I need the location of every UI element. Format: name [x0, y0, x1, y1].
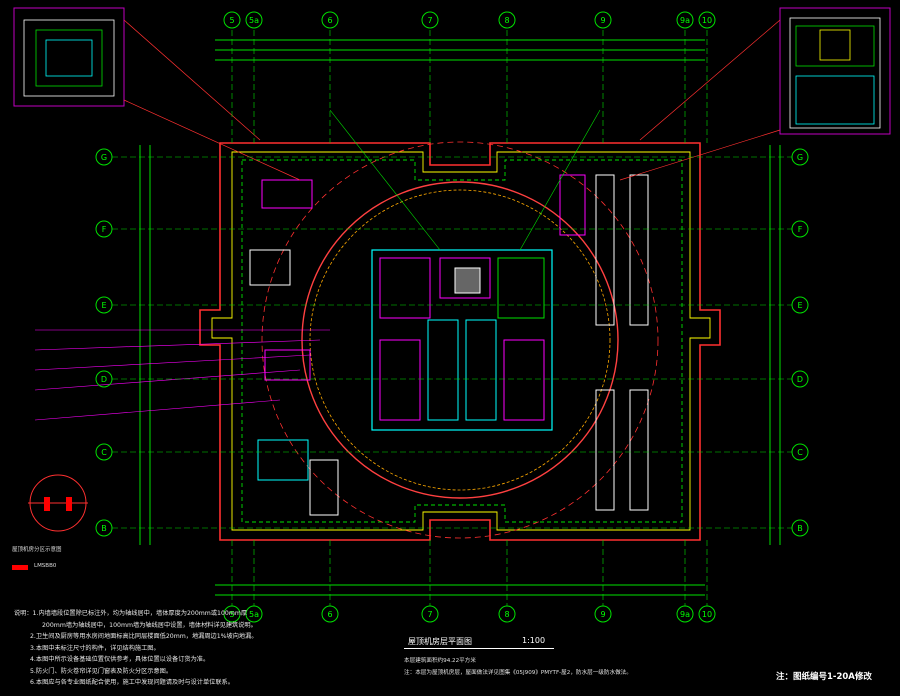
title-note-1: 本层建筑面积约94.22平方米: [404, 658, 476, 664]
corner-note: 注：图纸编号1-20A修改: [776, 672, 872, 682]
axis-left-E-label: E: [101, 301, 106, 310]
axis-top-5a-bubble: [245, 11, 263, 29]
axis-right-G-label: G: [797, 153, 803, 162]
axis-right-B-bubble: [791, 519, 809, 537]
axis-bottom-5a-label: 5a: [249, 610, 259, 619]
axis-bottom-10-label: 10: [702, 610, 712, 619]
axis-bottom-6-label: 6: [327, 610, 332, 619]
axis-top-9a-bubble: [676, 11, 694, 29]
axis-bottom-9-bubble: [594, 605, 612, 623]
axis-left-C-bubble: [95, 443, 113, 461]
key-plan-left: [13, 7, 125, 107]
axis-bottom-7-bubble: [421, 605, 439, 623]
axis-left-C-label: C: [101, 448, 107, 457]
note-line: 3.本图中未标注尺寸的构件，详见结构施工图。: [30, 644, 160, 652]
axis-bottom-9-label: 9: [600, 610, 605, 619]
note-line: 说明：1.内墙墙段位置除已标注外，均为轴线居中，墙体厚度为200mm或100mm…: [14, 610, 248, 617]
axis-top-6-label: 6: [327, 16, 332, 25]
axis-left-D-label: D: [101, 375, 107, 384]
axis-bottom-8-label: 8: [504, 610, 509, 619]
axis-bottom-5-label: 5: [229, 610, 234, 619]
note-line: 4.本图中所示设备基础位置仅供参考，具体位置以设备订货为准。: [30, 656, 210, 663]
axis-top-6-bubble: [321, 11, 339, 29]
axis-left-G-label: G: [101, 153, 107, 162]
axis-right-G-bubble: [791, 148, 809, 166]
axis-right-C-label: C: [797, 448, 803, 457]
axis-right-E-bubble: [791, 296, 809, 314]
key-plan-right: [779, 7, 891, 135]
axis-bottom-8-bubble: [498, 605, 516, 623]
legend-swatch-label: LMSBB0: [34, 563, 57, 569]
axis-top-10-bubble: [698, 11, 716, 29]
axis-bottom-5-bubble: [223, 605, 241, 623]
axis-top-9-bubble: [594, 11, 612, 29]
axis-right-E-label: E: [797, 301, 802, 310]
axis-top-8-bubble: [498, 11, 516, 29]
drawing-title: 屋顶机房层平面图: [408, 637, 472, 646]
axis-top-5-label: 5: [229, 16, 234, 25]
drawing-scale: 1:100: [522, 636, 546, 645]
axis-bottom-6-bubble: [321, 605, 339, 623]
axis-top-5-bubble: [223, 11, 241, 29]
central-circular-roof: [301, 181, 619, 499]
axis-right-F-label: F: [798, 225, 803, 234]
axis-left-B-label: B: [101, 524, 107, 533]
axis-top-9a-label: 9a: [680, 16, 690, 25]
axis-left-B-bubble: [95, 519, 113, 537]
axis-bottom-9a-bubble: [676, 605, 694, 623]
axis-bottom-7-label: 7: [427, 610, 432, 619]
axis-top-5a-label: 5a: [249, 16, 259, 25]
axis-right-F-bubble: [791, 220, 809, 238]
axis-bottom-5a-bubble: [245, 605, 263, 623]
title-note-2: 注：本层为屋顶机房层，屋面做法详见图集《05J909》PMYTF-屋2，防水层一…: [404, 670, 632, 676]
axis-left-F-label: F: [102, 225, 107, 234]
legend-swatch: [12, 565, 28, 570]
axis-right-D-label: D: [797, 375, 803, 384]
axis-right-B-label: B: [797, 524, 803, 533]
title-underline: [404, 648, 554, 649]
axis-right-C-bubble: [791, 443, 809, 461]
axis-right-D-bubble: [791, 370, 809, 388]
axis-top-7-bubble: [421, 11, 439, 29]
note-line: 2.卫生间及厨房等用水房间地面标高比同层楼面低20mm，地漏周边1%坡向地漏。: [30, 633, 258, 640]
central-core: [371, 249, 553, 431]
building-outline: [199, 142, 721, 541]
note-line: 5.防火门、防火卷帘详见门窗表及防火分区示意图。: [30, 667, 173, 675]
axis-top-7-label: 7: [427, 16, 432, 25]
axis-top-8-label: 8: [504, 16, 509, 25]
note-line: 200mm墙为轴线居中，100mm墙为轴线居中设置，墙体材料详见建筑说明。: [42, 621, 257, 629]
note-line: 6.本图应与各专业图纸配合使用，施工中发现问题请及时与设计单位联系。: [30, 679, 234, 686]
axis-top-9-label: 9: [600, 16, 605, 25]
axis-bottom-9a-label: 9a: [680, 610, 690, 619]
axis-left-F-bubble: [95, 220, 113, 238]
general-notes: 说明：1.内墙墙段位置除已标注外，均为轴线居中，墙体厚度为200mm或100mm…: [14, 608, 394, 689]
axis-left-E-bubble: [95, 296, 113, 314]
axis-top-10-label: 10: [702, 16, 712, 25]
axis-bottom-10-bubble: [698, 605, 716, 623]
axis-left-G-bubble: [95, 148, 113, 166]
legend-label: 屋顶机房分区示意图: [12, 547, 62, 553]
axis-left-D-bubble: [95, 370, 113, 388]
